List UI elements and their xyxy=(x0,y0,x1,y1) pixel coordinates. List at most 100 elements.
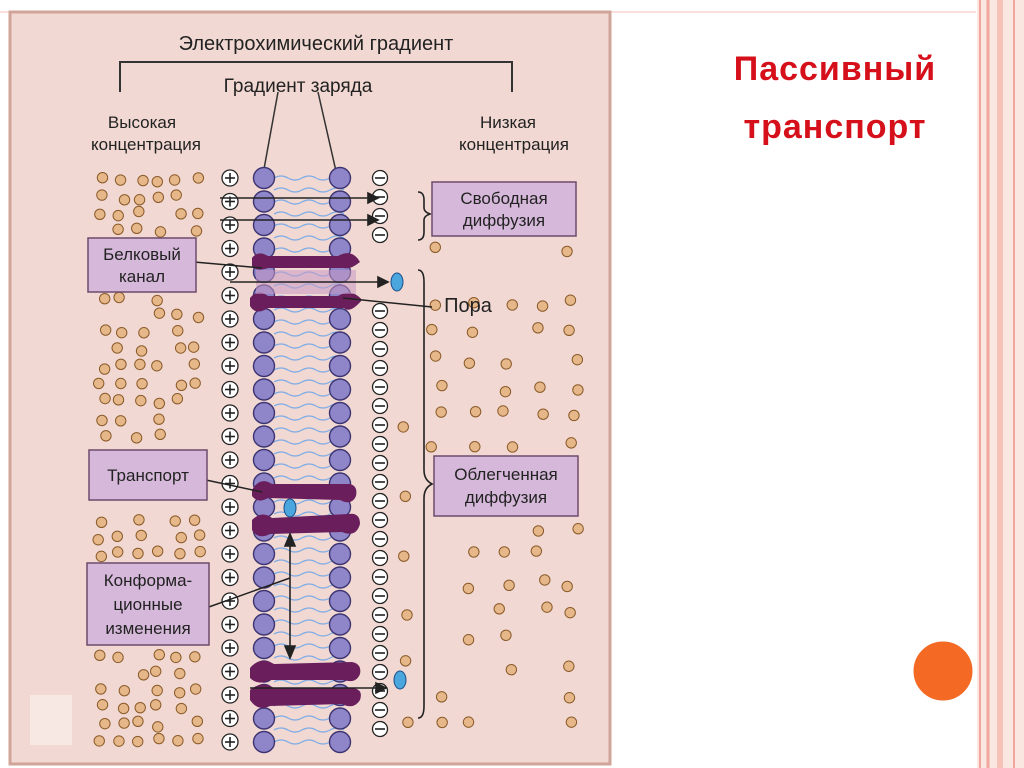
molecule xyxy=(96,699,109,711)
molecule xyxy=(94,208,106,220)
conformational-label-1: Конформа- xyxy=(104,571,192,590)
molecule xyxy=(151,175,163,188)
molecule xyxy=(536,300,549,312)
molecule xyxy=(153,397,166,410)
molecule xyxy=(112,223,124,236)
plus-charge-icon xyxy=(221,357,239,375)
plus-charge-icon xyxy=(221,709,239,728)
molecule xyxy=(572,384,584,396)
molecule xyxy=(132,715,144,728)
molecule xyxy=(402,716,414,728)
molecule xyxy=(130,432,143,444)
molecule xyxy=(563,324,575,336)
molecule xyxy=(114,174,127,186)
minus-charge-icon xyxy=(371,644,389,662)
molecule xyxy=(93,735,105,747)
lipid-head xyxy=(328,730,352,754)
molecule xyxy=(137,669,150,681)
molecule xyxy=(169,515,181,527)
minus-charge-icon xyxy=(371,701,389,719)
molecule xyxy=(99,717,111,730)
protein-channel-box xyxy=(87,237,197,293)
lipid-head xyxy=(328,707,352,730)
molecule xyxy=(168,174,181,186)
slide-title-line-1: Пассивный xyxy=(733,50,937,88)
lipid-head xyxy=(328,378,352,401)
molecule xyxy=(401,609,413,621)
ion-released xyxy=(393,670,407,690)
plus-charge-icon xyxy=(221,404,239,422)
molecule xyxy=(118,685,131,697)
ion-pore xyxy=(390,272,404,292)
lipid-head xyxy=(328,448,352,472)
plus-charge-icon xyxy=(221,568,239,587)
molecule xyxy=(429,241,441,254)
molecule xyxy=(469,405,482,418)
lipid-head xyxy=(328,190,352,213)
lipid-head xyxy=(328,542,352,566)
conformational-label-3: изменения xyxy=(105,619,190,638)
molecule xyxy=(96,189,108,201)
molecule xyxy=(565,437,577,449)
lipid-head xyxy=(252,213,276,237)
plus-charge-icon xyxy=(221,169,239,187)
lipid-head xyxy=(252,589,276,613)
molecule xyxy=(113,291,125,304)
plus-charge-icon xyxy=(221,333,239,352)
molecule xyxy=(100,430,112,442)
diffusion-arrows xyxy=(220,191,390,695)
molecule xyxy=(398,550,410,562)
molecule xyxy=(131,222,143,234)
molecule xyxy=(500,358,512,370)
plus-charge-icon xyxy=(221,216,239,234)
high-concentration-label-2: концентрация xyxy=(91,135,201,154)
molecule xyxy=(561,245,573,258)
pore-label: Пора xyxy=(444,295,493,317)
conformational-changes-box xyxy=(86,562,210,646)
molecule xyxy=(114,415,127,427)
facilitated-diffusion-box xyxy=(433,455,579,517)
molecule xyxy=(118,194,131,206)
molecule xyxy=(170,651,182,664)
molecule xyxy=(532,322,544,334)
molecule xyxy=(170,189,182,201)
molecule xyxy=(497,405,509,417)
plus-charge-icon xyxy=(221,639,239,657)
molecule xyxy=(95,516,108,528)
lipid-head xyxy=(252,613,276,636)
molecule xyxy=(462,634,475,646)
minus-charge-icon xyxy=(371,302,389,320)
plus-charge-icon xyxy=(221,380,239,399)
molecule xyxy=(115,326,128,339)
lipid-head xyxy=(328,636,352,660)
molecule xyxy=(506,441,519,453)
molecule xyxy=(541,601,553,613)
plus-charge-icon xyxy=(221,686,239,704)
molecule xyxy=(151,684,163,697)
lipid-head xyxy=(328,166,352,190)
lipid-head xyxy=(328,589,352,613)
molecule xyxy=(153,732,165,745)
molecule xyxy=(133,514,145,526)
transport-box xyxy=(88,449,208,501)
lipid-head xyxy=(328,307,352,331)
protein-channel-label-2: канал xyxy=(119,267,165,286)
molecule xyxy=(136,378,148,390)
lipid-head xyxy=(252,707,276,730)
facilitated-diffusion-label-1: Облегченная xyxy=(454,465,558,484)
minus-charge-icon xyxy=(371,454,389,472)
plus-charge-icon xyxy=(221,662,239,681)
minus-charge-icon xyxy=(371,606,389,624)
molecule xyxy=(118,717,130,729)
lipid-head xyxy=(328,354,352,378)
molecule xyxy=(171,308,183,320)
molecule xyxy=(532,525,545,537)
molecule xyxy=(174,667,186,680)
molecule xyxy=(149,665,162,677)
molecule xyxy=(98,363,111,375)
electrochemical-gradient-label: Электрохимический градиент xyxy=(179,33,454,55)
molecule xyxy=(151,360,163,372)
molecule xyxy=(466,326,479,338)
